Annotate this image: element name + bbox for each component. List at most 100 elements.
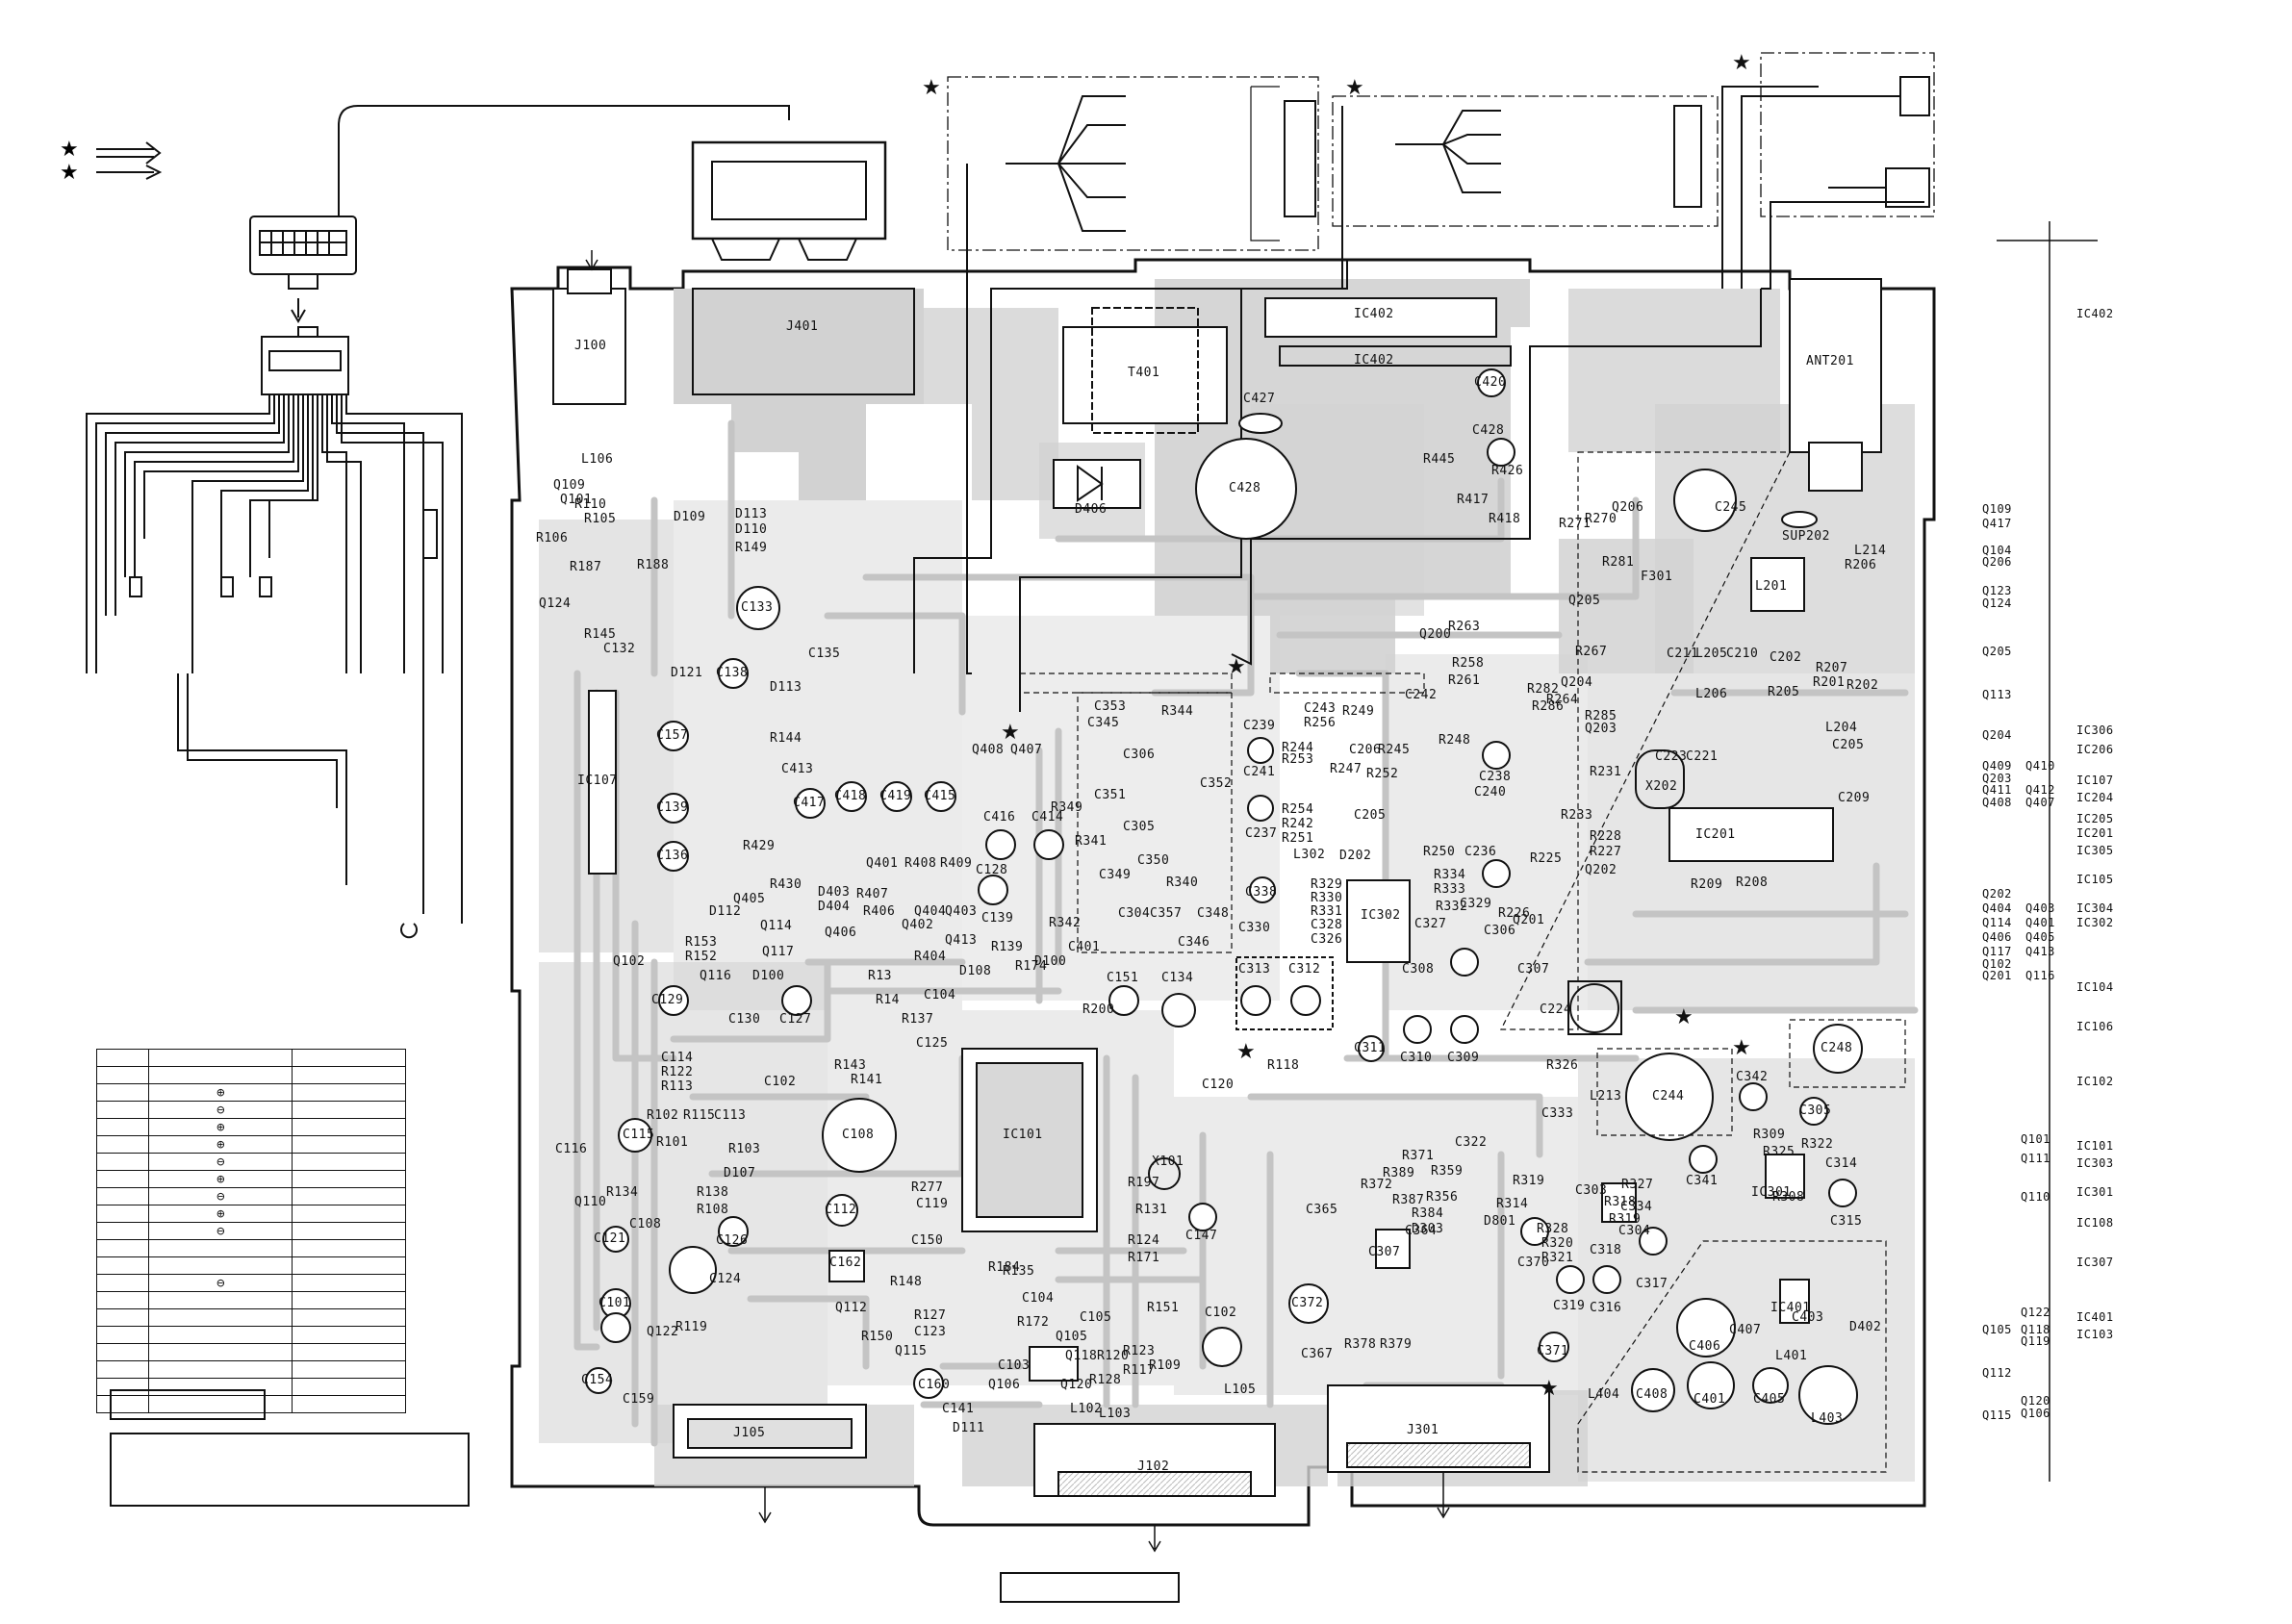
- legend-cell: [95, 1326, 150, 1344]
- legend-row: ⊖: [95, 1222, 406, 1240]
- legend-cell: [292, 1170, 406, 1188]
- legend-cell: ⊕: [148, 1118, 293, 1136]
- legend-cell: ⊖: [148, 1153, 293, 1171]
- legend-cell: [148, 1308, 293, 1327]
- legend-cell: [292, 1395, 406, 1413]
- legend-row: [95, 1395, 406, 1413]
- legend-row: ⊕: [95, 1205, 406, 1223]
- legend-cell: [292, 1187, 406, 1205]
- legend-cell: [292, 1049, 406, 1067]
- legend-cell: [148, 1239, 293, 1257]
- svg-text:★: ★: [1345, 76, 1364, 100]
- legend-cell: [95, 1360, 150, 1379]
- legend-cell: [292, 1222, 406, 1240]
- legend-cell: [292, 1239, 406, 1257]
- legend-row: [95, 1049, 406, 1067]
- legend-cell: [292, 1326, 406, 1344]
- jumper-wires: [913, 86, 1924, 712]
- legend-cell: ⊕: [148, 1170, 293, 1188]
- legend-cell: [95, 1378, 150, 1396]
- legend-row: [95, 1343, 406, 1361]
- traces: [573, 419, 1919, 1447]
- polarity-legend-table: ⊕⊖⊕⊕⊖⊕⊖⊕⊖⊖: [95, 1049, 406, 1413]
- reference-index-lines: [1997, 221, 2098, 1482]
- legend-row: ⊕: [95, 1135, 406, 1154]
- exit-arrows: [585, 250, 1450, 1553]
- svg-text:★: ★: [1674, 1005, 1694, 1029]
- legend-row: [95, 1066, 406, 1084]
- legend-cell: ⊕: [148, 1205, 293, 1223]
- legend-cell: [292, 1118, 406, 1136]
- legend-cell: [95, 1256, 150, 1275]
- legend-cell: [292, 1101, 406, 1119]
- legend-cell: [148, 1256, 293, 1275]
- star-markers: ★ ★ ★ ★ ★ ★ ★ ★ ★: [922, 51, 1751, 1401]
- legend-row: ⊕: [95, 1083, 406, 1102]
- legend-cell: [292, 1291, 406, 1309]
- note-boxes: [110, 1389, 1180, 1603]
- legend-cell: [148, 1049, 293, 1067]
- legend-cell: [95, 1205, 150, 1223]
- legend-cell: [292, 1066, 406, 1084]
- svg-text:★: ★: [922, 76, 941, 100]
- legend-cell: ⊖: [148, 1101, 293, 1119]
- svg-text:★: ★: [1236, 1040, 1256, 1064]
- legend-row: [95, 1360, 406, 1379]
- harness-connector: [86, 105, 790, 939]
- legend-cell: [148, 1326, 293, 1344]
- legend-cell: [292, 1378, 406, 1396]
- legend-row: ⊕: [95, 1118, 406, 1136]
- svg-text:★: ★: [1732, 1036, 1751, 1060]
- legend-cell: [95, 1187, 150, 1205]
- svg-text:★: ★: [1001, 721, 1020, 745]
- legend-cell: [292, 1256, 406, 1275]
- legend-row: ⊕: [95, 1170, 406, 1188]
- legend-cell: [292, 1343, 406, 1361]
- legend-cell: [95, 1395, 150, 1413]
- legend-cell: [95, 1153, 150, 1171]
- legend-cell: [292, 1205, 406, 1223]
- legend-cell: [148, 1066, 293, 1084]
- legend-cell: [148, 1360, 293, 1379]
- legend-cell: [95, 1274, 150, 1292]
- svg-text:★: ★: [60, 161, 79, 185]
- legend-row: [95, 1291, 406, 1309]
- legend-cell: [292, 1135, 406, 1154]
- legend-cell: [148, 1378, 293, 1396]
- svg-text:★: ★: [1540, 1377, 1559, 1401]
- legend-row: ⊖: [95, 1101, 406, 1119]
- legend-cell: [95, 1222, 150, 1240]
- legend-cell: ⊖: [148, 1274, 293, 1292]
- legend-cell: [292, 1308, 406, 1327]
- legend-cell: ⊕: [148, 1135, 293, 1154]
- legend-row: [95, 1256, 406, 1275]
- legend-cell: [95, 1239, 150, 1257]
- legend-cell: [148, 1395, 293, 1413]
- legend-cell: [292, 1083, 406, 1102]
- legend-row: [95, 1378, 406, 1396]
- legend-cell: [95, 1049, 150, 1067]
- legend-cell: [95, 1083, 150, 1102]
- legend-row: ⊖: [95, 1153, 406, 1171]
- legend-cell: [292, 1360, 406, 1379]
- legend-cell: [292, 1153, 406, 1171]
- legend-cell: [95, 1291, 150, 1309]
- legend-row: [95, 1239, 406, 1257]
- legend-cell: ⊖: [148, 1222, 293, 1240]
- legend-cell: [148, 1343, 293, 1361]
- legend-row: [95, 1308, 406, 1327]
- legend-cell: [292, 1274, 406, 1292]
- legend-cell: [95, 1170, 150, 1188]
- legend-cell: [95, 1343, 150, 1361]
- svg-text:★: ★: [1227, 655, 1246, 679]
- svg-text:★: ★: [1732, 51, 1751, 75]
- legend-row: [95, 1326, 406, 1344]
- legend-cell: [148, 1291, 293, 1309]
- legend-cell: [95, 1066, 150, 1084]
- legend-cell: ⊖: [148, 1187, 293, 1205]
- legend-cell: [95, 1118, 150, 1136]
- legend-row: ⊖: [95, 1274, 406, 1292]
- legend-cell: [95, 1135, 150, 1154]
